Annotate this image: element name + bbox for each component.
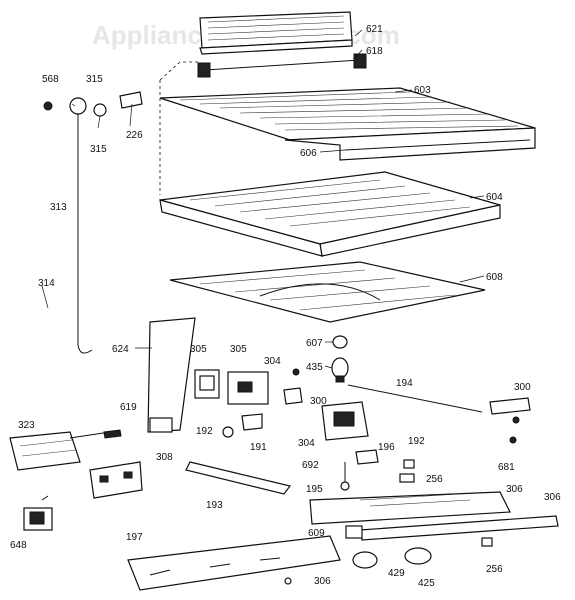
- tray-608: [169, 261, 486, 323]
- motor-648: [23, 495, 53, 531]
- callout-256-bottom: 256: [486, 564, 503, 575]
- wheel-425: [404, 547, 432, 565]
- rail-193: [185, 461, 292, 495]
- callout-681: 681: [498, 462, 515, 473]
- callout-425: 425: [418, 578, 435, 589]
- callout-648: 648: [10, 540, 27, 551]
- switch-305: [194, 369, 269, 405]
- callout-608: 608: [486, 272, 503, 283]
- wire-194: [347, 384, 483, 413]
- callout-315-top: 315: [86, 74, 103, 85]
- guide-line: [159, 61, 200, 81]
- callout-305-left: 305: [190, 344, 207, 355]
- callout-193: 193: [206, 500, 223, 511]
- callout-435: 435: [306, 362, 323, 373]
- callout-195: 195: [306, 484, 323, 495]
- callout-304-top: 304: [264, 356, 281, 367]
- plate-308: [89, 461, 143, 499]
- wheel-429: [352, 551, 378, 569]
- housing-304: [321, 401, 369, 441]
- callout-305-right: 305: [230, 344, 247, 355]
- callout-194: 194: [396, 378, 413, 389]
- callout-618: 618: [366, 46, 383, 57]
- callout-604: 604: [486, 192, 503, 203]
- callout-192-left: 192: [196, 426, 213, 437]
- callout-607: 607: [306, 338, 323, 349]
- callout-300-right: 300: [514, 382, 531, 393]
- bracket-191: [241, 413, 263, 431]
- kickplate-197: [127, 535, 341, 591]
- bracket-624: [147, 317, 196, 433]
- leader-lines: [41, 29, 485, 369]
- callout-192-right: 192: [408, 436, 425, 447]
- screw-619: [103, 429, 122, 439]
- callout-568: 568: [42, 74, 59, 85]
- switch-304-upper: [283, 368, 303, 405]
- screw-681: [509, 436, 517, 444]
- callout-603: 603: [414, 85, 431, 96]
- callout-314: 314: [38, 278, 55, 289]
- clip-192: [222, 426, 234, 438]
- callout-429: 429: [388, 568, 405, 579]
- callout-323: 323: [18, 420, 35, 431]
- tray-604: [159, 171, 501, 257]
- callout-606: 606: [300, 148, 317, 159]
- callout-609: 609: [308, 528, 325, 539]
- shelf-rod: [197, 53, 367, 78]
- callout-313: 313: [50, 202, 67, 213]
- callout-621: 621: [366, 24, 383, 35]
- callout-315-bottom: 315: [90, 144, 107, 155]
- callout-619: 619: [120, 402, 137, 413]
- callout-226: 226: [126, 130, 143, 141]
- hinge-bracket: [199, 11, 353, 55]
- callout-624: 624: [112, 344, 129, 355]
- base-323: [9, 431, 111, 471]
- lamp-assembly: [331, 335, 349, 383]
- callout-256-mid: 256: [426, 474, 443, 485]
- control-parts: [340, 449, 415, 491]
- sensor-300: [489, 397, 531, 424]
- callout-197: 197: [126, 532, 143, 543]
- callout-306-box: 306: [506, 484, 523, 495]
- damper-rod-assembly: [43, 91, 143, 354]
- screw-306: [284, 577, 292, 585]
- callout-191: 191: [250, 442, 267, 453]
- callout-308: 308: [156, 452, 173, 463]
- callout-196: 196: [378, 442, 395, 453]
- callout-306-strip: 306: [544, 492, 561, 503]
- callout-labels: 621 618 603 606 604 608 607 435 568 315 …: [10, 24, 561, 589]
- callout-692: 692: [302, 460, 319, 471]
- part-609: [345, 525, 363, 539]
- callout-304-bottom: 304: [298, 438, 315, 449]
- part-256: [481, 537, 493, 547]
- callout-306-bottom: 306: [314, 576, 331, 587]
- callout-300-mid: 300: [310, 396, 327, 407]
- shelf-603: [159, 87, 536, 161]
- control-box-306: [309, 491, 511, 525]
